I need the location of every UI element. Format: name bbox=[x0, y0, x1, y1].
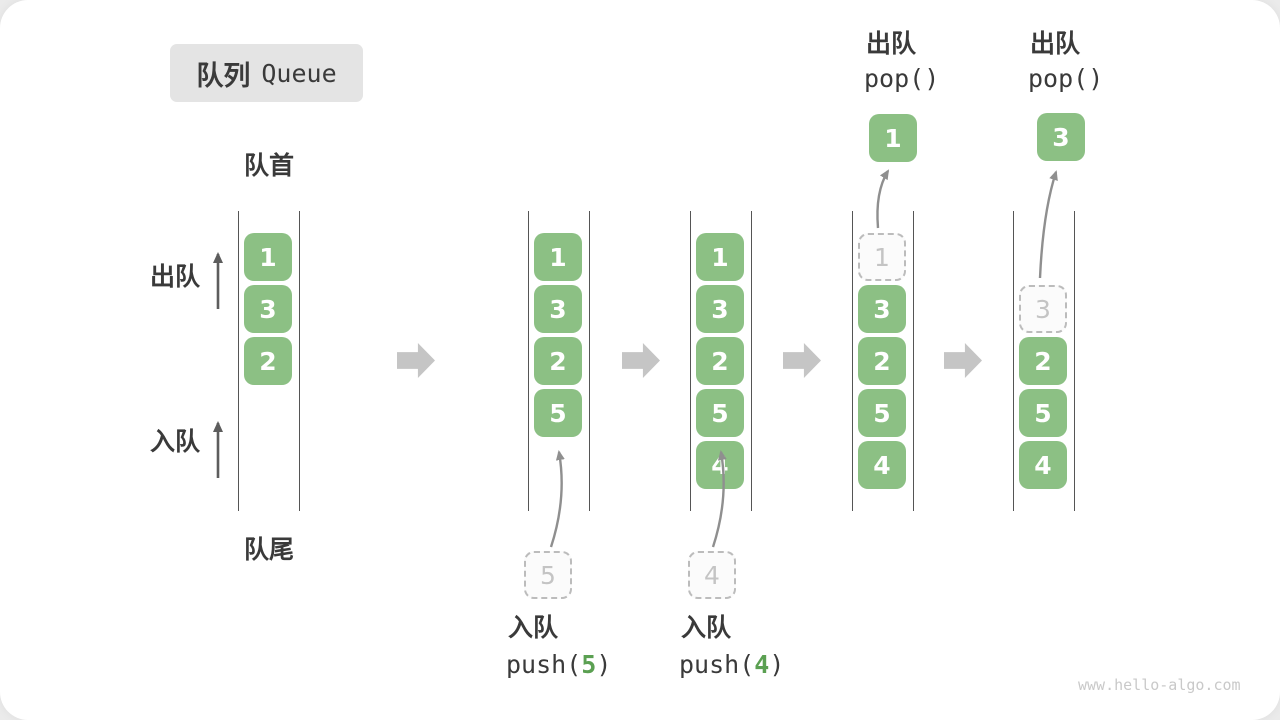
diagram-title: 队列 Queue bbox=[170, 44, 363, 102]
queue-item: 2 bbox=[858, 337, 906, 385]
transition-arrow-icon bbox=[397, 343, 435, 378]
transition-arrow-icon bbox=[622, 343, 660, 378]
queue-item: 2 bbox=[696, 337, 744, 385]
queue-item: 2 bbox=[534, 337, 582, 385]
queue-rear-label: 队尾 bbox=[243, 535, 294, 564]
code-arg: 4 bbox=[754, 650, 770, 679]
pop1-op-label: 出队 bbox=[866, 29, 917, 58]
queue-item: 2 bbox=[244, 337, 292, 385]
queue-front-label: 队首 bbox=[243, 151, 294, 180]
removed-item-slot: 3 bbox=[1019, 285, 1067, 333]
queue-state-1: 1 3 2 bbox=[238, 211, 300, 511]
code-text: ) bbox=[769, 650, 785, 679]
code-text: ) bbox=[596, 650, 612, 679]
watermark: www.hello-algo.com bbox=[1078, 676, 1241, 694]
push5-code-label: push(5) bbox=[506, 652, 611, 677]
push5-op-label: 入队 bbox=[508, 613, 559, 642]
queue-state-4: 1 3 2 5 4 bbox=[852, 211, 914, 511]
queue-state-5: 3 2 5 4 bbox=[1013, 211, 1075, 511]
pop2-op-label: 出队 bbox=[1030, 29, 1081, 58]
transition-arrow-icon bbox=[783, 343, 821, 378]
transition-arrow-icon bbox=[944, 343, 982, 378]
queue-item: 1 bbox=[244, 233, 292, 281]
title-zh: 队列 bbox=[196, 60, 251, 92]
popped-item-3: 3 bbox=[1037, 113, 1085, 161]
incoming-item-4: 4 bbox=[688, 551, 736, 599]
queue-item: 3 bbox=[534, 285, 582, 333]
queue-item: 4 bbox=[1019, 441, 1067, 489]
queue-item: 3 bbox=[696, 285, 744, 333]
removed-item-slot: 1 bbox=[858, 233, 906, 281]
code-text: push( bbox=[679, 650, 755, 679]
queue-item: 1 bbox=[534, 233, 582, 281]
queue-item: 5 bbox=[534, 389, 582, 437]
dequeue-label: 出队 bbox=[150, 262, 201, 291]
push4-code-label: push(4) bbox=[679, 652, 784, 677]
enqueue-label: 入队 bbox=[150, 427, 201, 456]
queue-item: 5 bbox=[1019, 389, 1067, 437]
queue-item: 5 bbox=[858, 389, 906, 437]
queue-item: 2 bbox=[1019, 337, 1067, 385]
queue-item: 1 bbox=[696, 233, 744, 281]
push4-op-label: 入队 bbox=[681, 613, 732, 642]
incoming-item-5: 5 bbox=[524, 551, 572, 599]
queue-item: 4 bbox=[696, 441, 744, 489]
pop1-code-label: pop() bbox=[864, 64, 940, 93]
popped-item-1: 1 bbox=[869, 114, 917, 162]
title-en: Queue bbox=[261, 58, 337, 88]
queue-state-3: 1 3 2 5 4 bbox=[690, 211, 752, 511]
code-text: push( bbox=[506, 650, 582, 679]
queue-item: 5 bbox=[696, 389, 744, 437]
pop2-code-label: pop() bbox=[1028, 64, 1104, 93]
code-arg: 5 bbox=[581, 650, 597, 679]
queue-item: 3 bbox=[244, 285, 292, 333]
queue-item: 3 bbox=[858, 285, 906, 333]
queue-item: 4 bbox=[858, 441, 906, 489]
queue-state-2: 1 3 2 5 bbox=[528, 211, 590, 511]
